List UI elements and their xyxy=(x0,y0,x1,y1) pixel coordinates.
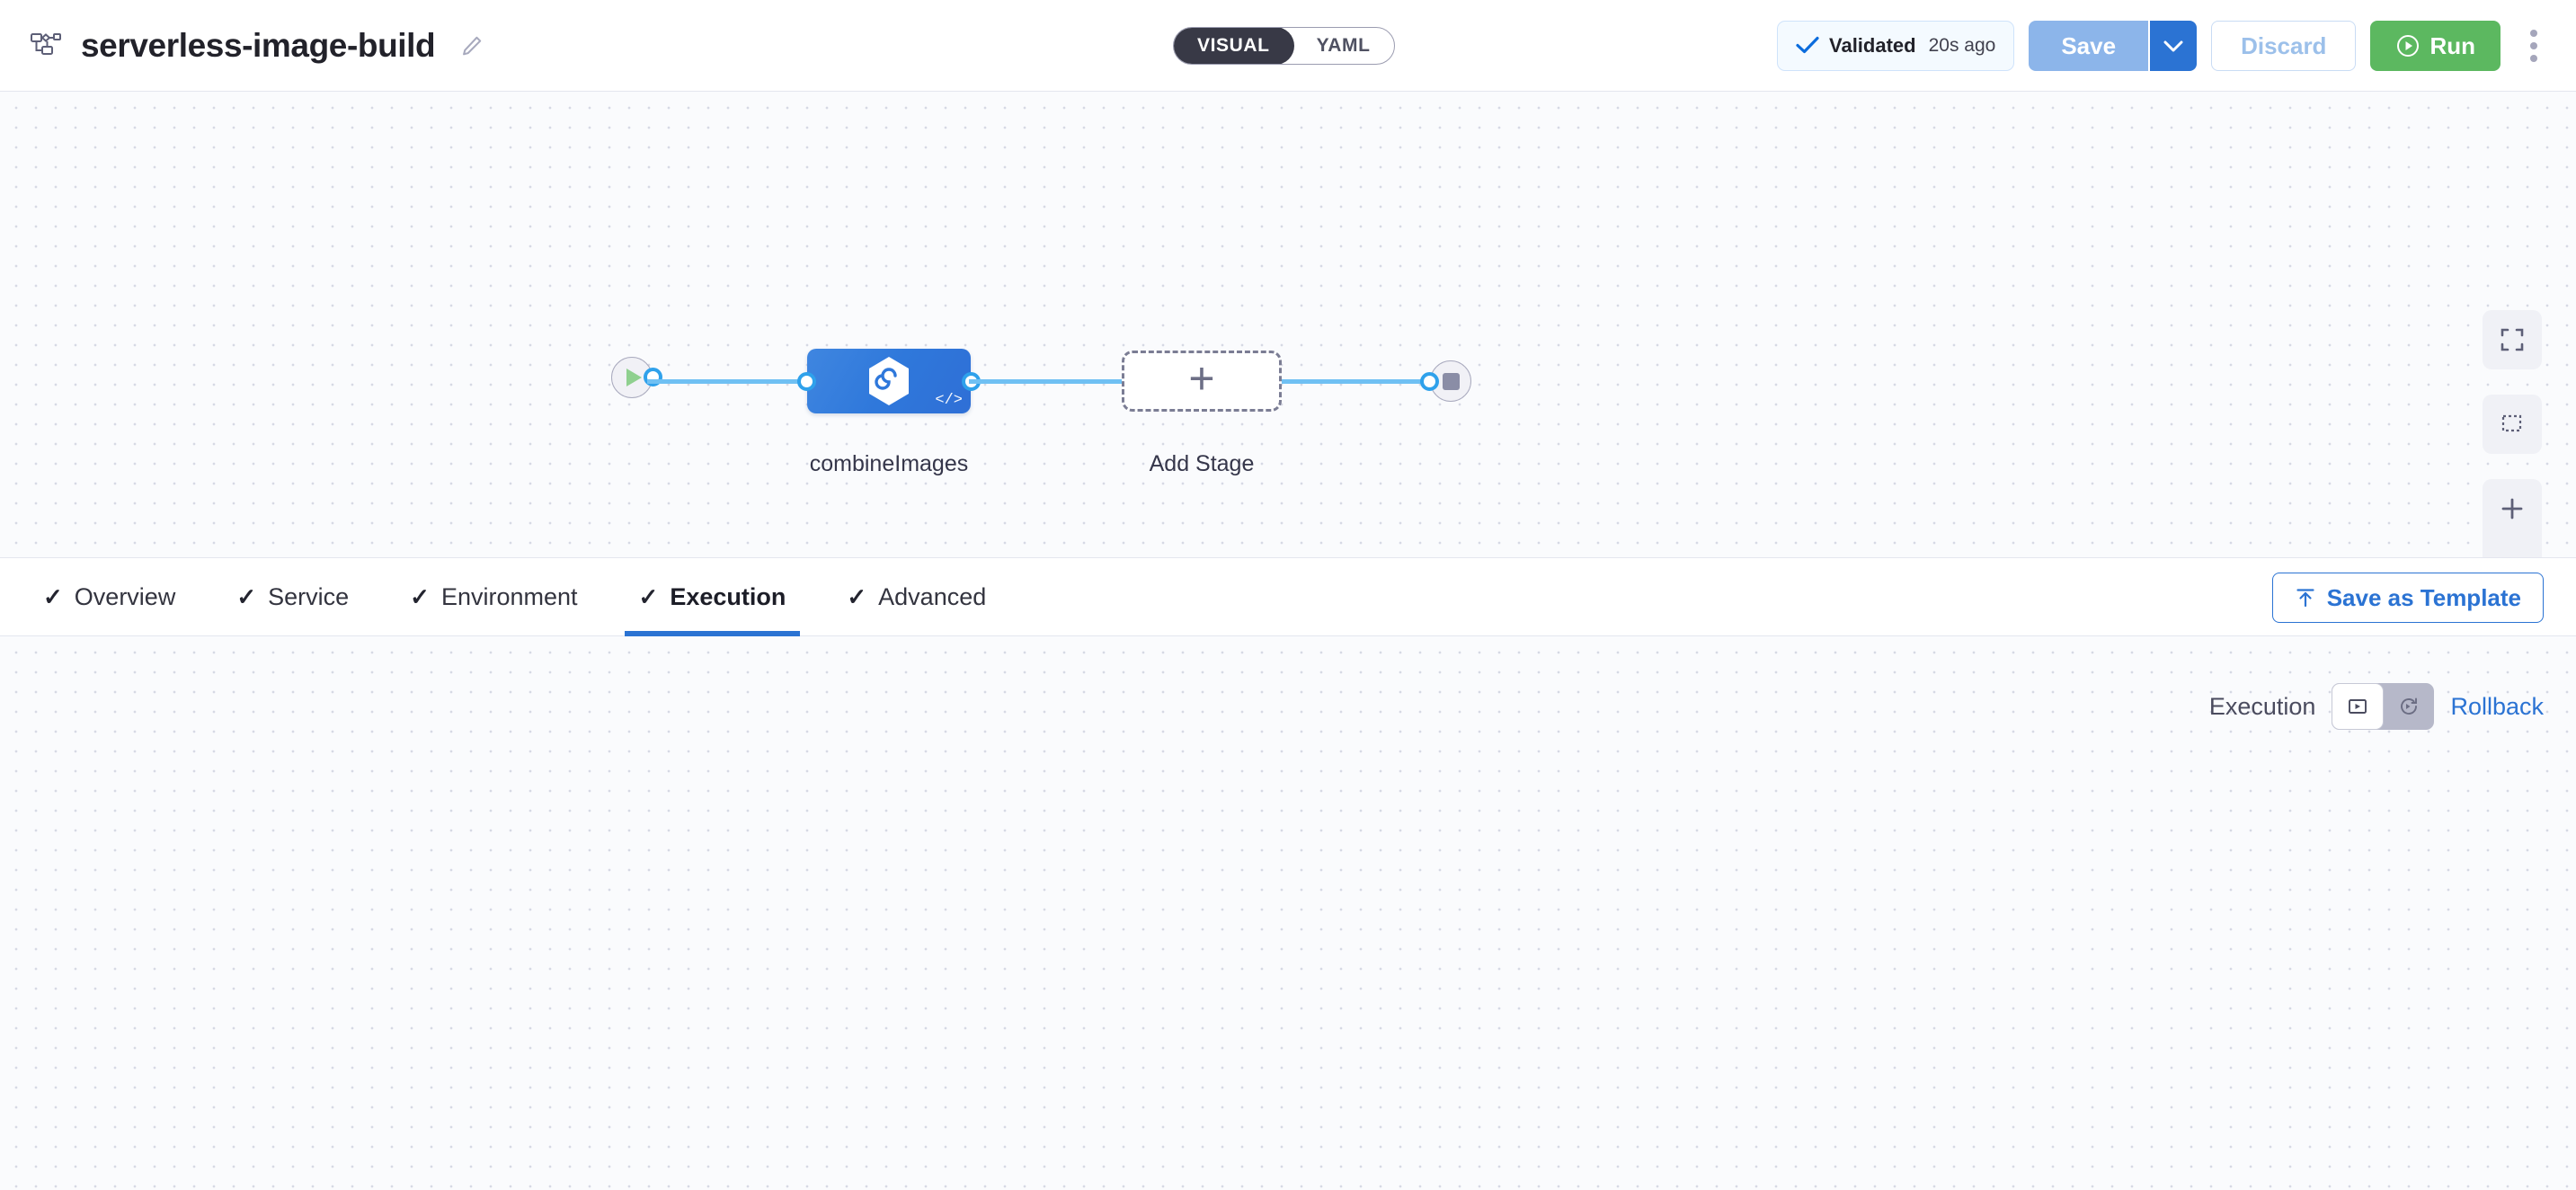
end-port[interactable] xyxy=(1420,372,1439,391)
run-button[interactable]: Run xyxy=(2370,21,2500,71)
stage-in-port[interactable] xyxy=(797,372,816,391)
kebab-menu-icon[interactable] xyxy=(2515,21,2553,71)
tab-execution[interactable]: ✓ Execution xyxy=(624,557,801,636)
pipeline-flow-icon xyxy=(27,27,65,65)
check-icon: ✓ xyxy=(43,583,63,610)
fullscreen-icon[interactable] xyxy=(2483,310,2542,369)
page-title: serverless-image-build xyxy=(81,26,436,64)
stage-label: combineImages xyxy=(809,451,969,476)
check-icon: ✓ xyxy=(638,583,659,610)
canvas-controls xyxy=(2483,92,2542,598)
check-icon: ✓ xyxy=(236,583,257,610)
status-badge-validated: Validated 20s ago xyxy=(1777,21,2015,71)
stage-node-body[interactable]: </> xyxy=(807,349,971,413)
execution-rollback-toggle[interactable] xyxy=(2332,683,2435,730)
run-label: Run xyxy=(2429,31,2475,59)
pencil-edit-icon[interactable] xyxy=(457,31,487,61)
marquee-select-icon[interactable] xyxy=(2483,395,2542,454)
tab-overview[interactable]: ✓ Overview xyxy=(41,557,177,636)
rollback-icon[interactable] xyxy=(2384,683,2434,730)
harness-hexagon-icon xyxy=(864,355,914,407)
header-actions: Validated 20s ago Save Discard Run xyxy=(1777,0,2553,92)
execution-icon[interactable] xyxy=(2332,683,2385,730)
zoom-in-icon[interactable] xyxy=(2483,479,2542,538)
play-circle-icon xyxy=(2395,33,2421,58)
stage-tabs-bar: ✓ Overview ✓ Service ✓ Environment ✓ Exe… xyxy=(0,557,2576,636)
pipeline-end-node[interactable] xyxy=(1420,360,1471,402)
save-as-template-label: Save as Template xyxy=(2326,583,2521,611)
edge-stage-to-addstage xyxy=(969,379,1124,384)
view-toggle-yaml[interactable]: YAML xyxy=(1316,35,1371,56)
add-stage-button[interactable]: + xyxy=(1122,351,1282,412)
view-toggle-visual[interactable]: VISUAL xyxy=(1173,28,1294,64)
chevron-down-icon[interactable] xyxy=(2150,21,2198,71)
view-mode-toggle[interactable]: VISUAL YAML xyxy=(1173,27,1395,65)
tab-label: Execution xyxy=(670,582,786,610)
edge-addstage-to-end xyxy=(1282,379,1426,384)
add-stage-node[interactable]: + xyxy=(1122,351,1282,412)
execution-rollback-toolbar: Execution Rollback xyxy=(2209,683,2544,730)
discard-button[interactable]: Discard xyxy=(2211,21,2357,71)
tab-environment[interactable]: ✓ Environment xyxy=(408,557,579,636)
validated-label: Validated xyxy=(1829,34,1916,57)
tab-label: Advanced xyxy=(878,582,987,610)
check-icon: ✓ xyxy=(847,583,867,610)
header-left: serverless-image-build xyxy=(27,27,487,65)
stage-node-combineimages[interactable]: </> xyxy=(797,349,981,413)
stage-code-badge: </> xyxy=(935,392,963,409)
save-split-button[interactable]: Save xyxy=(2029,21,2198,71)
tab-label: Environment xyxy=(440,582,578,610)
app-header: serverless-image-build VISUAL YAML Valid… xyxy=(0,0,2576,92)
tab-label: Overview xyxy=(74,582,176,610)
upload-template-icon xyxy=(2295,587,2316,608)
check-icon xyxy=(1796,34,1819,58)
validated-timestamp: 20s ago xyxy=(1928,35,1996,56)
tab-service[interactable]: ✓ Service xyxy=(235,557,351,636)
add-stage-label: Add Stage xyxy=(1149,451,1255,476)
execution-label: Execution xyxy=(2208,692,2316,720)
stage-canvas[interactable]: </> combineImages + Add Stage xyxy=(0,92,2576,598)
rollback-label[interactable]: Rollback xyxy=(2450,692,2544,720)
execution-canvas[interactable]: Execution Rollback xyxy=(0,636,2576,1190)
tab-advanced[interactable]: ✓ Advanced xyxy=(845,557,988,636)
edge-start-to-stage xyxy=(647,379,809,384)
save-as-template-button[interactable]: Save as Template xyxy=(2271,573,2544,623)
plus-icon: + xyxy=(1188,353,1215,404)
check-icon: ✓ xyxy=(410,583,430,610)
pipeline-start-node[interactable] xyxy=(611,357,662,398)
save-button[interactable]: Save xyxy=(2029,21,2151,71)
tab-label: Service xyxy=(268,582,350,610)
